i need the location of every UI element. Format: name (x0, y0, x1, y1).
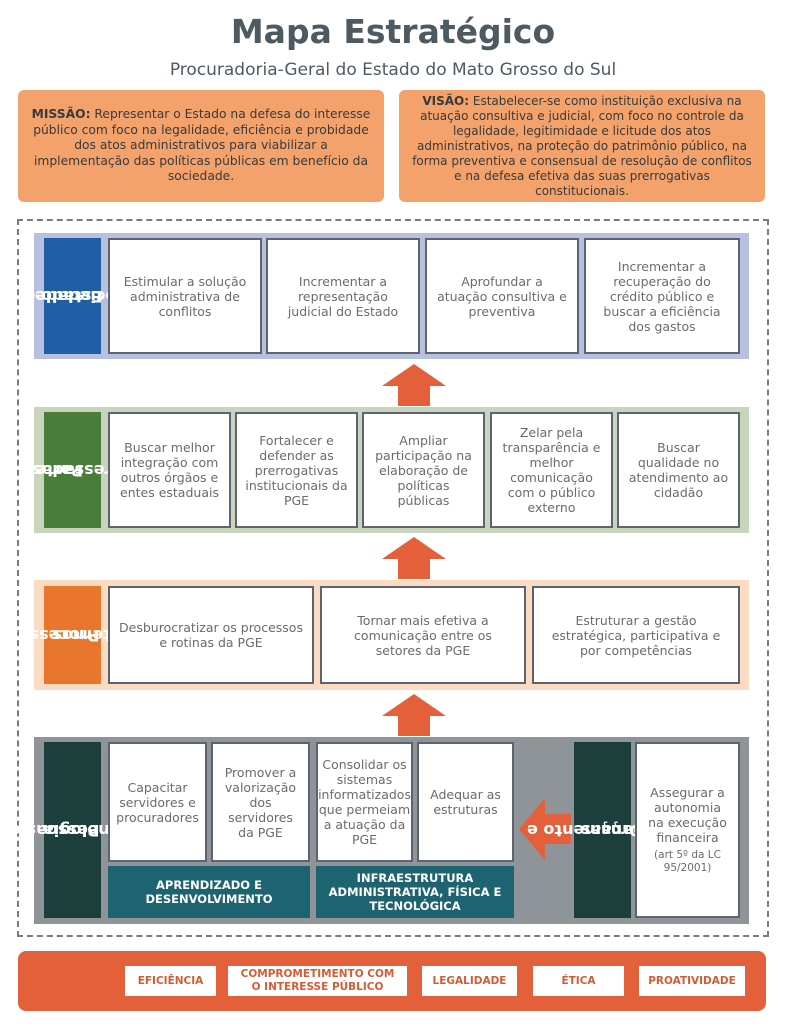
value-proatividade: PROATIVIDADE (637, 964, 747, 998)
mission-text: Representar o Estado na defesa do intere… (33, 107, 371, 184)
objective-partes-4: Zelar pela transparência e melhor comuni… (490, 412, 613, 528)
objective-orcamento-note: (art 5º da LC 95/2001) (654, 849, 721, 874)
value-comprometimento: COMPROMETIMENTO COM O INTERESSE PÚBLICO (226, 964, 409, 998)
page-title: Mapa Estratégico (230, 12, 556, 51)
objective-partes-1: Buscar melhor integração com outros órgã… (108, 412, 231, 528)
objective-partes-3: Ampliar participação na elaboração de po… (362, 412, 485, 528)
objective-processos-1: Desburocratizar os processos e rotinas d… (108, 586, 314, 684)
value-legalidade: LEGALIDADE (420, 964, 519, 998)
page-subtitle: Procuradoria-Geral do Estado do Mato Gro… (169, 60, 617, 80)
arrow-up-icon (382, 537, 446, 579)
map-frame (17, 219, 769, 937)
objective-pessoas-4: Adequar as estruturas (417, 742, 514, 862)
objective-estado-4: Incrementar a recuperação do crédito púb… (584, 238, 740, 354)
objective-pessoas-1: Capacitar servidores e procuradores (108, 742, 207, 862)
objective-processos-3: Estruturar a gestão estratégica, partici… (532, 586, 740, 684)
objective-estado-3: Aprofundar a atuação consultiva e preven… (425, 238, 579, 354)
mission-box: MISSÃO: Representar o Estado na defesa d… (18, 90, 384, 202)
objective-orcamento: Assegurar a autonomia na execução financ… (635, 742, 740, 918)
mission-label: MISSÃO: (31, 107, 91, 122)
value-eficiencia: EFICIÊNCIA (123, 964, 218, 998)
objective-pessoas-2: Promover a valorização dos servidores da… (211, 742, 310, 862)
arrow-left-icon (519, 798, 571, 860)
value-etica: ÉTICA (531, 964, 626, 998)
group-aprendizado: APRENDIZADO E DESENVOLVIMENTO (108, 866, 310, 918)
arrow-up-icon (382, 694, 446, 736)
objective-estado-2: Incrementar a representação judicial do … (266, 238, 420, 354)
vision-label: VISÃO: (422, 93, 470, 108)
objective-partes-2: Fortalecer e defender as prerrogativas i… (235, 412, 358, 528)
objective-processos-2: Tornar mais efetiva a comunicação entre … (320, 586, 526, 684)
group-infraestrutura: INFRAESTRUTURA ADMINISTRATIVA, FÍSICA E … (316, 866, 514, 918)
objective-pessoas-3: Consolidar os sistemas informatizados qu… (316, 742, 413, 862)
objective-estado-1: Estimular a solução administrativa de co… (108, 238, 262, 354)
vision-box: VISÃO: Estabelecer-se como instituição e… (399, 90, 765, 202)
vision-text: Estabelecer-se como instituição exclusiv… (412, 93, 752, 198)
arrow-up-icon (382, 364, 446, 406)
objective-partes-5: Buscar qualidade no atendimento ao cidad… (617, 412, 740, 528)
objective-orcamento-main: Assegurar a autonomia na execução financ… (648, 785, 727, 845)
